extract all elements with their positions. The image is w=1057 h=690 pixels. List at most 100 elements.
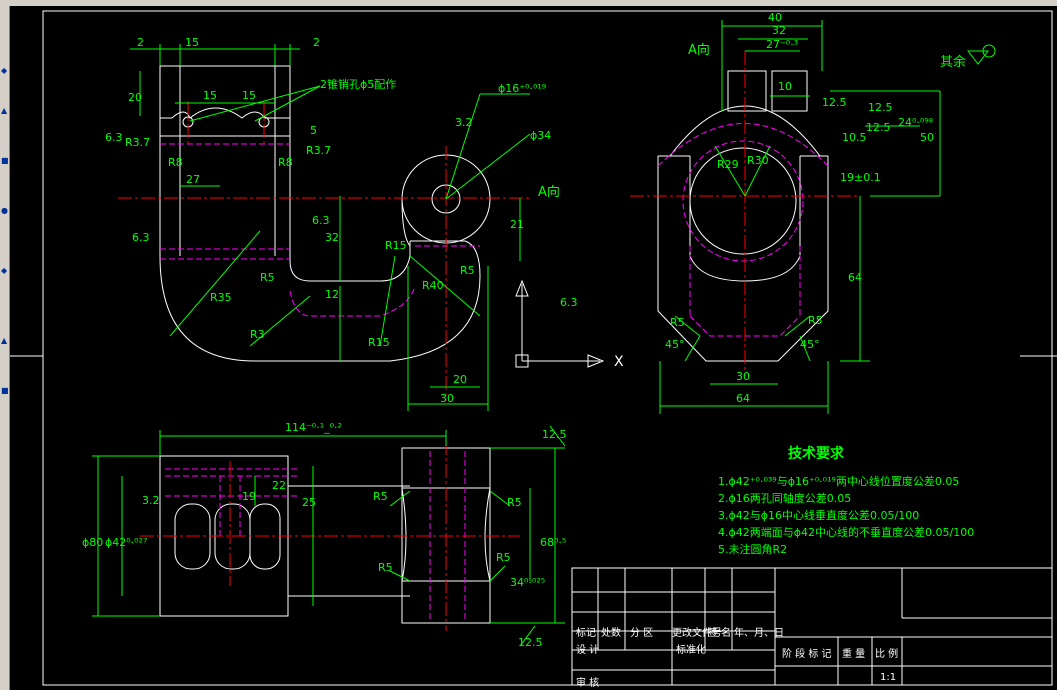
dim-label: ϕ16⁺⁰·⁰¹⁹ bbox=[498, 82, 546, 95]
tech-req-item: 5.未注圆角R2 bbox=[718, 542, 787, 556]
tool-icon[interactable]: ■ bbox=[1, 386, 9, 395]
roughness-label: 3.2 bbox=[455, 116, 473, 129]
dim-label: R5 bbox=[507, 496, 522, 509]
dim-label: 15 bbox=[185, 36, 199, 49]
dim-label: 21 bbox=[510, 218, 524, 231]
dim-label: ϕ42⁰·⁰²⁷ bbox=[105, 536, 147, 549]
dim-label: 12.5 bbox=[866, 121, 891, 134]
dim-label: 20 bbox=[128, 91, 142, 104]
tech-req-item: 3.ϕ42与ϕ16中心线垂直度公差0.05/100 bbox=[718, 508, 919, 522]
drawing-border bbox=[42, 10, 1053, 686]
left-toolbar[interactable]: ◆ ▲ ■ ● ◆ ▲ ■ bbox=[0, 6, 10, 690]
dim-label: R5 bbox=[378, 561, 393, 574]
dim-label: 19 bbox=[242, 490, 256, 503]
tb-label: 比 例 bbox=[875, 647, 898, 660]
dim-label: R5 bbox=[460, 264, 475, 277]
dim-label: 50 bbox=[920, 131, 934, 144]
front-outline-outer bbox=[159, 66, 481, 362]
dim-label: 12.5 bbox=[822, 96, 847, 109]
tech-req-item: 1.ϕ42⁺⁰·⁰³⁹与ϕ16⁺⁰·⁰¹⁹两中心线位置度公差0.05 bbox=[718, 474, 959, 488]
dim-label: R8 bbox=[278, 156, 293, 169]
side-dim-text: 40 32 27⁻⁰·³ 10 12.5 12.5 12.5 10.5 24⁰·… bbox=[665, 11, 966, 405]
dim-label: 25 bbox=[302, 496, 316, 509]
dim-label: 32 bbox=[325, 231, 339, 244]
dim-label: 20 bbox=[453, 373, 467, 386]
dim-label: R35 bbox=[210, 291, 232, 304]
bottom-dimensions bbox=[92, 425, 566, 647]
front-hidden-lines bbox=[160, 143, 480, 317]
tb-label: 标准化 bbox=[676, 643, 706, 656]
dim-label: R30 bbox=[747, 154, 769, 167]
front-dim-text: 2 15 2 15 15 20 5 27 32 12 21 20 30 R3.7… bbox=[105, 36, 578, 405]
hole-note: 2锥销孔ϕ5配作 bbox=[320, 77, 396, 91]
roughness-label: 3.2 bbox=[142, 494, 160, 507]
tool-icon[interactable]: ■ bbox=[1, 156, 9, 165]
roughness-label: 6.3 bbox=[105, 131, 123, 144]
cad-drawing-canvas[interactable]: 2 15 2 15 15 20 5 27 32 12 21 20 30 R3.7… bbox=[10, 6, 1057, 690]
tb-label: 处数 bbox=[601, 626, 621, 639]
tool-icon[interactable]: ▲ bbox=[1, 336, 8, 345]
tb-label: 更改文件号 bbox=[672, 626, 722, 639]
dim-label: R3.7 bbox=[306, 144, 331, 157]
dim-label: ϕ34 bbox=[530, 129, 551, 142]
dim-label: 22 bbox=[272, 479, 286, 492]
dim-label: 12 bbox=[325, 288, 339, 301]
dim-label: 2 bbox=[137, 36, 144, 49]
roughness-label: 6.3 bbox=[132, 231, 150, 244]
dim-label: R29 bbox=[717, 158, 739, 171]
dim-label: R15 bbox=[368, 336, 390, 349]
dim-label: 5 bbox=[310, 124, 317, 137]
tb-label: 阶 段 标 记 bbox=[782, 647, 832, 660]
front-dimensions bbox=[130, 44, 531, 411]
dim-label: 2 bbox=[313, 36, 320, 49]
dim-label: R15 bbox=[385, 239, 407, 252]
title-block-text: 标记 处数 分 区 更改文件号 签 名 年、月、日 设 计 标准化 阶 段 标 … bbox=[576, 626, 898, 689]
dim-label: 12.5 bbox=[518, 636, 543, 649]
ucs-icon: X bbox=[515, 279, 624, 370]
dim-label: R5 bbox=[808, 314, 823, 327]
bottom-centerlines bbox=[140, 441, 520, 631]
tb-label: 重 量 bbox=[842, 647, 865, 660]
title-block bbox=[571, 567, 1053, 686]
dim-label: 15 bbox=[242, 89, 256, 102]
side-dimensions bbox=[659, 20, 996, 414]
window-top-bar bbox=[0, 0, 1057, 6]
tech-req-title: 技术要求 bbox=[788, 445, 845, 462]
tool-icon[interactable]: ◆ bbox=[1, 266, 8, 275]
ucs-x-label: X bbox=[614, 354, 624, 370]
view-direction-label: A向 bbox=[538, 184, 560, 200]
roughness-label: 6.3 bbox=[312, 214, 330, 227]
tb-label: 年、月、日 bbox=[734, 626, 784, 639]
front-outline-inner bbox=[160, 65, 411, 282]
tech-req-item: 4.ϕ42两端面与ϕ42中心线的不垂直度公差0.05/100 bbox=[718, 525, 974, 539]
dim-label: 19±0.1 bbox=[840, 171, 881, 184]
dim-label: R3 bbox=[250, 328, 265, 341]
dim-label: R5 bbox=[670, 316, 685, 329]
tb-label: 标记 bbox=[576, 627, 596, 639]
technical-requirements: 技术要求 1.ϕ42⁺⁰·⁰³⁹与ϕ16⁺⁰·⁰¹⁹两中心线位置度公差0.05 … bbox=[718, 445, 974, 556]
dim-label: 64 bbox=[848, 271, 862, 284]
dim-label: 34⁰·⁰²⁵ bbox=[510, 576, 545, 589]
dim-label: 12.5 bbox=[542, 428, 567, 441]
dim-label: 27 bbox=[186, 173, 200, 186]
dim-label: R8 bbox=[168, 156, 183, 169]
dim-label: ϕ80 bbox=[82, 536, 103, 549]
dim-label: 32 bbox=[772, 24, 786, 37]
roughness-label: 6.3 bbox=[560, 296, 578, 309]
tb-label: 签 名 bbox=[708, 626, 731, 639]
front-centerlines bbox=[118, 101, 530, 401]
tool-icon[interactable]: ● bbox=[1, 206, 8, 215]
tb-label: 分 区 bbox=[630, 627, 653, 639]
dim-label: R5 bbox=[496, 551, 511, 564]
view-title-label: A向 bbox=[688, 42, 710, 58]
dim-label: 45° bbox=[800, 338, 820, 351]
side-hidden-lines bbox=[657, 123, 829, 337]
tb-label: 审 核 bbox=[576, 676, 599, 689]
bottom-dim-text: 114⁻⁰·¹_⁰·² 12.5 12.5 ϕ80 ϕ42⁰·⁰²⁷ 3.2 2… bbox=[82, 421, 567, 649]
dim-label: 30 bbox=[440, 392, 454, 405]
roughness-rest-label: 其余 bbox=[940, 54, 966, 70]
tool-icon[interactable]: ◆ bbox=[1, 66, 8, 75]
dim-label: R40 bbox=[422, 279, 444, 292]
tool-icon[interactable]: ▲ bbox=[1, 106, 8, 115]
dim-label: 40 bbox=[768, 11, 782, 24]
